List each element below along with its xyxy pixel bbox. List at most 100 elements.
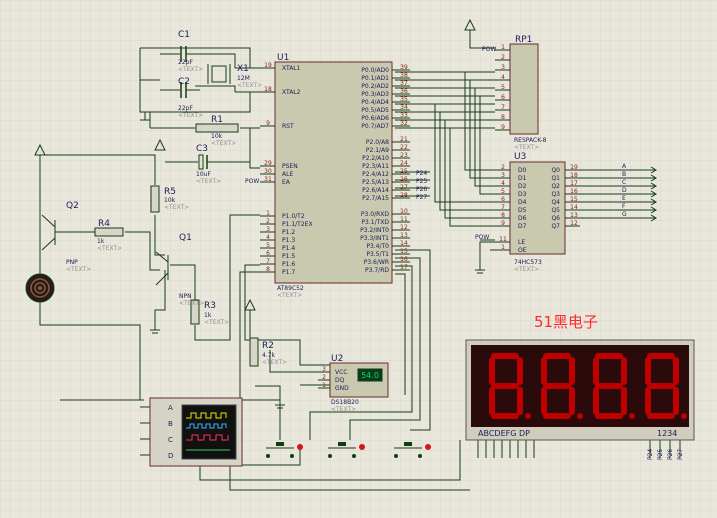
sensor-readout[interactable] [357,368,383,382]
mcu-pin-name: P2.2/A10 [362,155,389,162]
title-label: 51黑电子 [534,313,598,331]
mcu-pin-number: 34 [400,104,408,111]
u3-pin-number: 11 [499,236,507,243]
sensor-reading: 54.0 [361,371,379,380]
mcu-pin-name: P0.4/AD4 [361,99,389,106]
mcu-pin-name: P1.1/T2EX [282,221,313,228]
rp1-pin-number: 8 [501,114,505,121]
net-p24: P24 [416,170,427,177]
u2-ref: U2 [331,354,343,364]
mcu-pin-name: P2.5/A13 [362,179,389,186]
mcu-pin-name: P3.0/RXD [361,211,389,218]
q1-name: Q1 [179,233,192,243]
u2-part: DS18B20 [331,399,359,406]
decimal-point [681,413,687,419]
r1-name: R1 [211,115,223,125]
u3-part: 74HC573 [514,259,542,266]
u2-pin-number: 3 [322,366,326,373]
mcu-pin-number: 39 [400,64,408,71]
u3-pin-name: Q2 [551,183,560,190]
u3-pin-name: D1 [518,175,527,182]
display-bottom-label: P27 [677,449,684,460]
mcu-pin-number: 35 [400,96,408,103]
transistor-q2: Q2 PNP <TEXT> [41,201,91,273]
mcu-body [274,61,393,284]
decimal-point [577,413,583,419]
display-bottom-label: P26 [667,449,674,460]
mcu-pin-number: 27 [400,184,408,191]
scope-channel-label: B [168,420,173,428]
display-digits [489,353,687,419]
mcu-pin-name: P1.3 [282,237,295,244]
r5-name: R5 [164,187,176,197]
decimal-point [629,413,635,419]
mcu-pin-number: 14 [400,240,408,247]
power-arrows [34,18,476,311]
mcu-pin-name: EA [282,179,291,186]
c3-placeholder: <TEXT> [196,178,221,185]
mcu-pin-number: 33 [400,112,408,119]
mcu-pin-number: 37 [400,80,408,87]
net-pow-u3: POW [475,234,489,241]
mcu-pin-name: P3.3/INT1 [360,235,389,242]
capacitor-c1: C1 22pF <TEXT> [160,30,203,73]
mcu-pin-number: 16 [400,256,408,263]
mcu-pin-number: 31 [264,176,272,183]
u3-pin-number: 4 [501,180,505,187]
r3-value: 1k [204,312,212,319]
mcu-pin-name: P0.0/AD0 [361,67,389,74]
u3-pin-name: Q7 [551,223,560,230]
r3-placeholder: <TEXT> [204,319,229,326]
mcu-pin-number: 30 [264,168,272,175]
c1-name: C1 [178,30,190,40]
rp1-pin-number: 5 [501,84,505,91]
u3-pin-number: 6 [501,196,505,203]
c2-name: C2 [178,77,190,87]
resistor-r1: R1 10k <TEXT> [195,115,239,147]
q2-placeholder: <TEXT> [66,266,91,273]
u3-output-label: B [622,171,626,178]
u3-pin-number: 14 [570,204,578,211]
trace-c [186,434,229,441]
mcu-pin-name: P2.4/A12 [362,171,389,178]
mcu-pin-name: P1.7 [282,269,295,276]
u3-pin-number: 8 [501,212,505,219]
net-pow-rp1: POW [482,46,496,53]
r4-placeholder: <TEXT> [97,245,122,252]
push-button-3[interactable] [394,442,431,458]
scope-channel-label: A [168,404,173,412]
net-pow-u1: POW [245,178,259,185]
trace-b [186,423,227,429]
r4-name: R4 [98,219,110,229]
push-button-1[interactable] [266,442,303,458]
u3-pin-number: 13 [570,212,578,219]
u3-pin-number: 9 [501,220,505,227]
u3-pin-name: D4 [518,199,527,206]
c3-value: 10uF [196,171,211,178]
u3-pin-name: Q6 [551,215,560,222]
u3-pin-name: D7 [518,223,527,230]
q1-placeholder: <TEXT> [179,300,204,307]
mcu-pin-number: 25 [400,168,408,175]
u3-pin-name: D3 [518,191,527,198]
u3-pin-number: 16 [570,188,578,195]
u3-pin-name: OE [518,247,527,254]
scope-channel-label: D [168,452,173,460]
mcu-pin-number: 1 [266,210,270,217]
oscilloscope[interactable]: ABCD [140,397,243,467]
rp1-pin-number: 2 [501,54,505,61]
mcu-pin-number: 32 [400,120,408,127]
mcu-pin-number: 8 [266,266,270,273]
mcu-pin-number: 21 [400,136,408,143]
decimal-point [525,413,531,419]
u2-pin-name: GND [335,385,349,392]
u3-pin-number: 5 [501,188,505,195]
mcu-pin-name: P1.6 [282,261,295,268]
push-button-2[interactable] [328,442,365,458]
u3-pin-number: 17 [570,180,578,187]
u3-output-label: A [622,163,627,170]
rp1-pin-number: 9 [501,124,505,131]
mcu-pin-number: 38 [400,72,408,79]
